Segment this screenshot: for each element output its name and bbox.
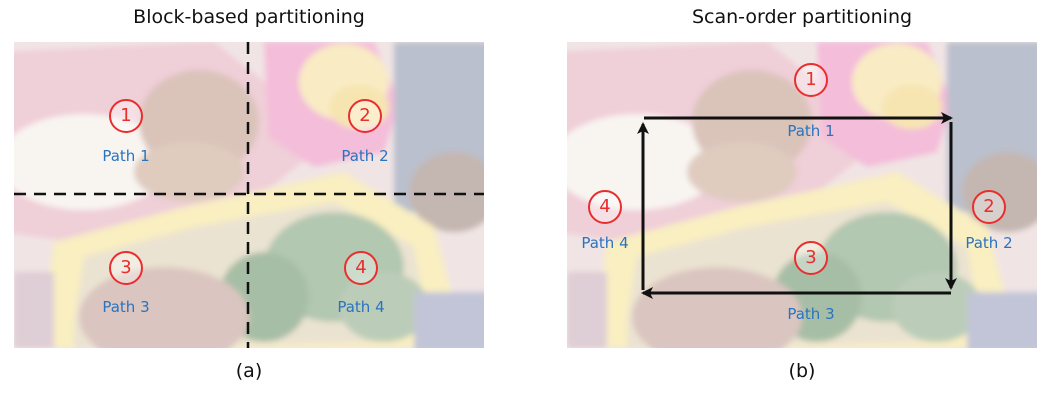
region-number-4: 4 — [588, 190, 622, 224]
panel-title: Block-based partitioning — [133, 6, 365, 28]
path-label-2: Path 2 — [965, 234, 1013, 252]
path-label-4: Path 4 — [581, 234, 629, 252]
panel-block-based: Block-based partitioning 1 Path 1 2 Path… — [14, 0, 484, 402]
food-photo: 1 Path 1 2 Path 2 3 Path 3 4 Path 4 — [14, 42, 484, 348]
path-label-3: Path 3 — [787, 305, 835, 323]
path-label-4: Path 4 — [337, 298, 385, 316]
region-number-3: 3 — [794, 241, 828, 275]
path-label-3: Path 3 — [102, 298, 150, 316]
path-label-1: Path 1 — [102, 147, 150, 165]
path-label-2: Path 2 — [341, 147, 389, 165]
region-number-4: 4 — [344, 251, 378, 285]
panel-title: Scan-order partitioning — [691, 6, 913, 28]
path-label-1: Path 1 — [787, 122, 835, 140]
region-number-1: 1 — [794, 63, 828, 97]
region-number-2: 2 — [972, 190, 1006, 224]
region-number-2: 2 — [348, 99, 382, 133]
food-photo: 1 Path 1 2 Path 2 3 Path 3 4 Path 4 — [567, 42, 1037, 348]
region-number-1: 1 — [109, 99, 143, 133]
caption-a: (a) — [235, 360, 263, 382]
region-number-3: 3 — [109, 251, 143, 285]
caption-b: (b) — [788, 360, 816, 382]
panel-scan-order: Scan-order partitioning 1 Path 1 2 Path … — [567, 0, 1037, 402]
